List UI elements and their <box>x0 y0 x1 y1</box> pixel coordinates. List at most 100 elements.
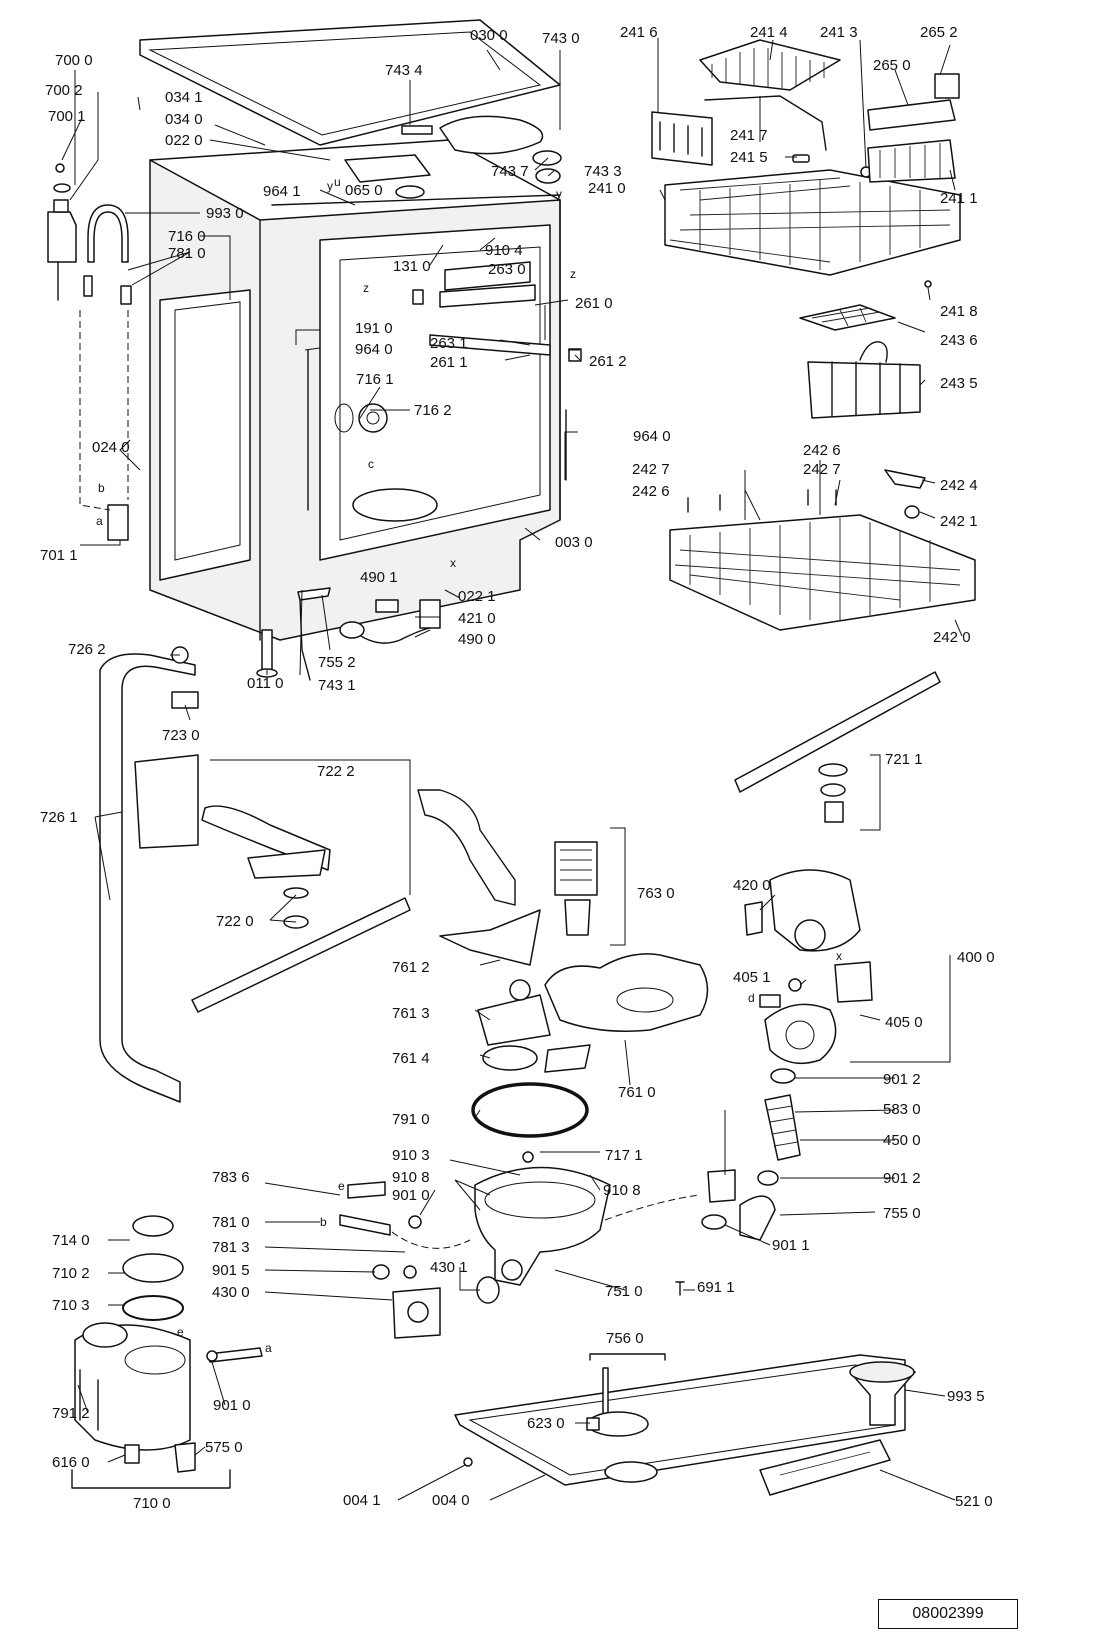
cabinet-assembly <box>47 19 582 681</box>
part-label: 901 5 <box>212 1262 250 1279</box>
part-label: 781 0 <box>168 245 206 262</box>
letter-u: u <box>334 175 341 189</box>
part-label: 242 6 <box>803 442 841 459</box>
part-label: 400 0 <box>957 949 995 966</box>
part-label: 242 7 <box>632 461 670 478</box>
part-label: 241 4 <box>750 24 788 41</box>
part-label: 726 2 <box>68 641 106 658</box>
part-label: 910 3 <box>392 1147 430 1164</box>
reference-letters: a b a b c d e e x x z z y y u <box>96 175 842 1355</box>
part-label: 761 0 <box>618 1084 656 1101</box>
part-label: 964 1 <box>263 183 301 200</box>
part-label: 265 2 <box>920 24 958 41</box>
part-label: 910 8 <box>392 1169 430 1186</box>
letter-a: a <box>96 514 103 528</box>
part-label: 405 1 <box>733 969 771 986</box>
part-label: 521 0 <box>955 1493 993 1510</box>
part-label: 242 7 <box>803 461 841 478</box>
part-label: 743 1 <box>318 677 356 694</box>
part-label: 420 0 <box>733 877 771 894</box>
part-label: 726 1 <box>40 809 78 826</box>
sump-assembly <box>71 841 916 1496</box>
spray-arm-assembly <box>99 646 941 1103</box>
part-label: 421 0 <box>458 610 496 627</box>
part-label: 241 8 <box>940 303 978 320</box>
part-label: 241 3 <box>820 24 858 41</box>
door-side-panel <box>159 289 251 581</box>
part-label: 004 0 <box>432 1492 470 1509</box>
part-label: 430 0 <box>212 1284 250 1301</box>
part-label: 243 6 <box>940 332 978 349</box>
part-label: 901 0 <box>213 1397 251 1414</box>
part-label: 743 0 <box>542 30 580 47</box>
part-label: 242 1 <box>940 513 978 530</box>
part-label: 241 1 <box>940 190 978 207</box>
part-label: 701 1 <box>40 547 78 564</box>
part-label: 003 0 <box>555 534 593 551</box>
part-label: 781 0 <box>212 1214 250 1231</box>
hose-segment <box>764 1094 801 1161</box>
part-label: 756 0 <box>606 1330 644 1347</box>
part-label: 721 1 <box>885 751 923 768</box>
part-label: 241 0 <box>588 180 626 197</box>
part-label: 743 4 <box>385 62 423 79</box>
inlet-valve <box>47 211 77 263</box>
part-label: 910 8 <box>603 1182 641 1199</box>
part-label: 131 0 <box>393 258 431 275</box>
inner-tub <box>319 224 551 561</box>
part-label: 751 0 <box>605 1283 643 1300</box>
part-label: 030 0 <box>470 27 508 44</box>
letter-c: c <box>368 457 374 471</box>
part-label: 242 6 <box>632 483 670 500</box>
part-label: 034 1 <box>165 89 203 106</box>
part-label: 716 0 <box>168 228 206 245</box>
part-label: 011 0 <box>247 675 283 692</box>
part-label: 783 6 <box>212 1169 250 1186</box>
wash-motor <box>769 869 861 952</box>
part-label: 490 1 <box>360 569 398 586</box>
part-label: 241 5 <box>730 149 768 166</box>
part-label: 191 0 <box>355 320 393 337</box>
cutlery-basket <box>807 361 921 419</box>
part-label: 901 2 <box>883 1071 921 1088</box>
part-label: 430 1 <box>430 1259 468 1276</box>
part-label: 761 3 <box>392 1005 430 1022</box>
part-label: 004 1 <box>343 1492 381 1509</box>
part-label: 034 0 <box>165 111 203 128</box>
part-label: 243 5 <box>940 375 978 392</box>
worktop <box>139 19 561 146</box>
letter-e: e <box>177 1325 184 1339</box>
leader-lines <box>61 38 963 1501</box>
letter-a: a <box>265 1341 272 1355</box>
part-label: 575 0 <box>205 1439 243 1456</box>
part-label: 265 0 <box>873 57 911 74</box>
part-labels: 030 0 743 0 700 0 743 4 700 2 034 1 700 … <box>40 24 995 1512</box>
part-label: 450 0 <box>883 1132 921 1149</box>
part-label: 910 4 <box>485 242 523 259</box>
part-label: 700 0 <box>55 52 93 69</box>
part-label: 964 0 <box>633 428 671 445</box>
part-label: 691 1 <box>697 1279 735 1296</box>
letter-x: x <box>836 949 842 963</box>
part-label: 743 7 <box>491 163 529 180</box>
part-label: 716 2 <box>414 402 452 419</box>
part-label: 723 0 <box>162 727 200 744</box>
letter-x: x <box>450 556 456 570</box>
part-label: 065 0 <box>345 182 383 199</box>
part-label: 490 0 <box>458 631 496 648</box>
part-label: 261 2 <box>589 353 627 370</box>
base-plate <box>454 1354 906 1486</box>
part-label: 901 2 <box>883 1170 921 1187</box>
part-label: 022 1 <box>458 588 496 605</box>
part-label: 261 1 <box>430 354 468 371</box>
part-label: 761 4 <box>392 1050 430 1067</box>
part-label: 717 1 <box>605 1147 643 1164</box>
part-label: 755 2 <box>318 654 356 671</box>
part-label: 263 0 <box>488 261 526 278</box>
drawing-number-box: 08002399 <box>878 1599 1018 1629</box>
letter-y: y <box>556 187 562 201</box>
part-label: 583 0 <box>883 1101 921 1118</box>
part-label: 743 3 <box>584 163 622 180</box>
upper-spray-arm <box>734 671 941 793</box>
